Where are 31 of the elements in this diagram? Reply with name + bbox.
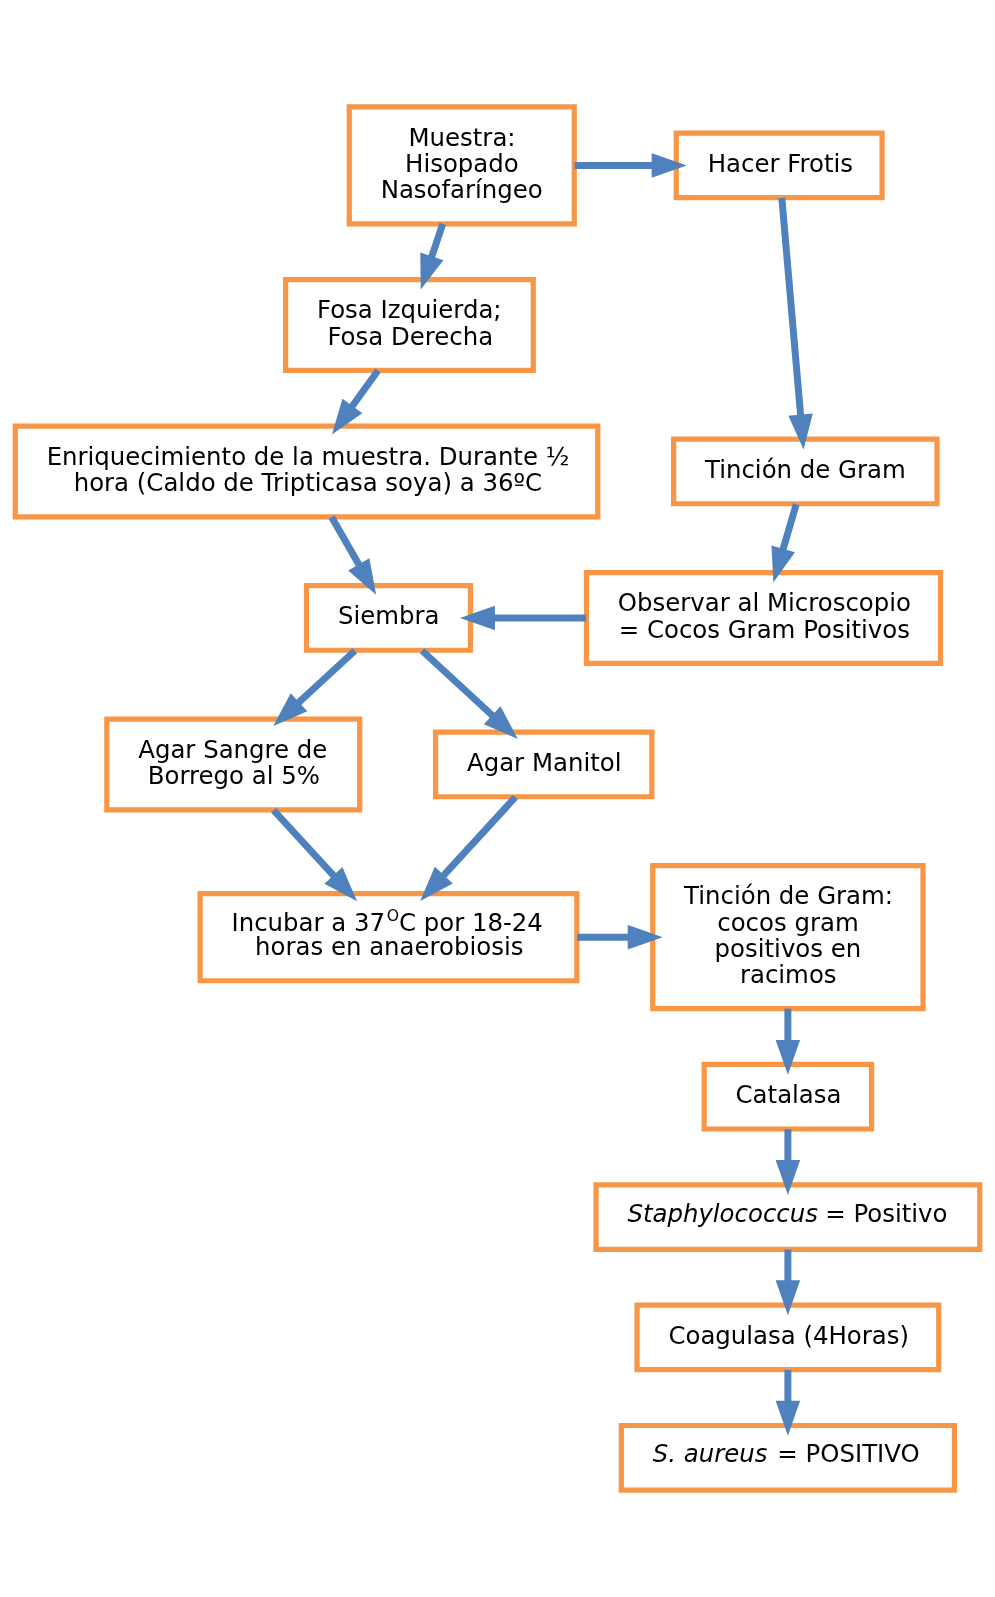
arrow [420,222,446,290]
arrow [771,503,800,583]
node-box: Agar Manitol [432,729,655,800]
arrow [577,924,663,950]
node-box: Tinción de Gram: cocos gram positivos en racimos [650,863,926,1012]
arrow [778,197,813,450]
node-box: Incubar a 37$^{O}$C por 18-24 horas en anaerobiosis [197,890,580,984]
arrow [419,648,518,739]
arrow [775,1249,801,1316]
node-box: Muestra: Hisopado Nasofaríngeo [346,104,577,227]
node-box: Tinción de Gram [671,436,940,507]
node-box: Enriquecimiento de la muestra. Durante ½ hora (Caldo de Tripticasa soya) a 36ºC [12,423,601,520]
node-box: Staphylococcus = Positivo [593,1182,983,1252]
node-box: Observar al Microscopio = Cocos Gram Positivos [583,570,944,666]
arrow [273,648,358,726]
arrow [775,1369,801,1436]
node-box: S. aureus = POSITIVO [618,1422,958,1493]
arrow [775,1129,801,1195]
node-box: Hacer Frotis [673,130,885,201]
node-box: Catalasa [701,1061,875,1132]
arrow [271,807,358,902]
arrow [574,153,687,178]
node-box: Siembra [303,583,474,653]
arrow [459,605,587,631]
node-box: Fosa Izquierda; Fosa Derecha [283,277,536,373]
node-box: Agar Sangre de Borrego al 5% [104,716,363,813]
arrow [775,1008,801,1075]
arrow [328,515,377,595]
arrow [420,794,518,901]
arrow [331,368,381,435]
node-box: Coagulasa (4Horas) [634,1302,942,1373]
